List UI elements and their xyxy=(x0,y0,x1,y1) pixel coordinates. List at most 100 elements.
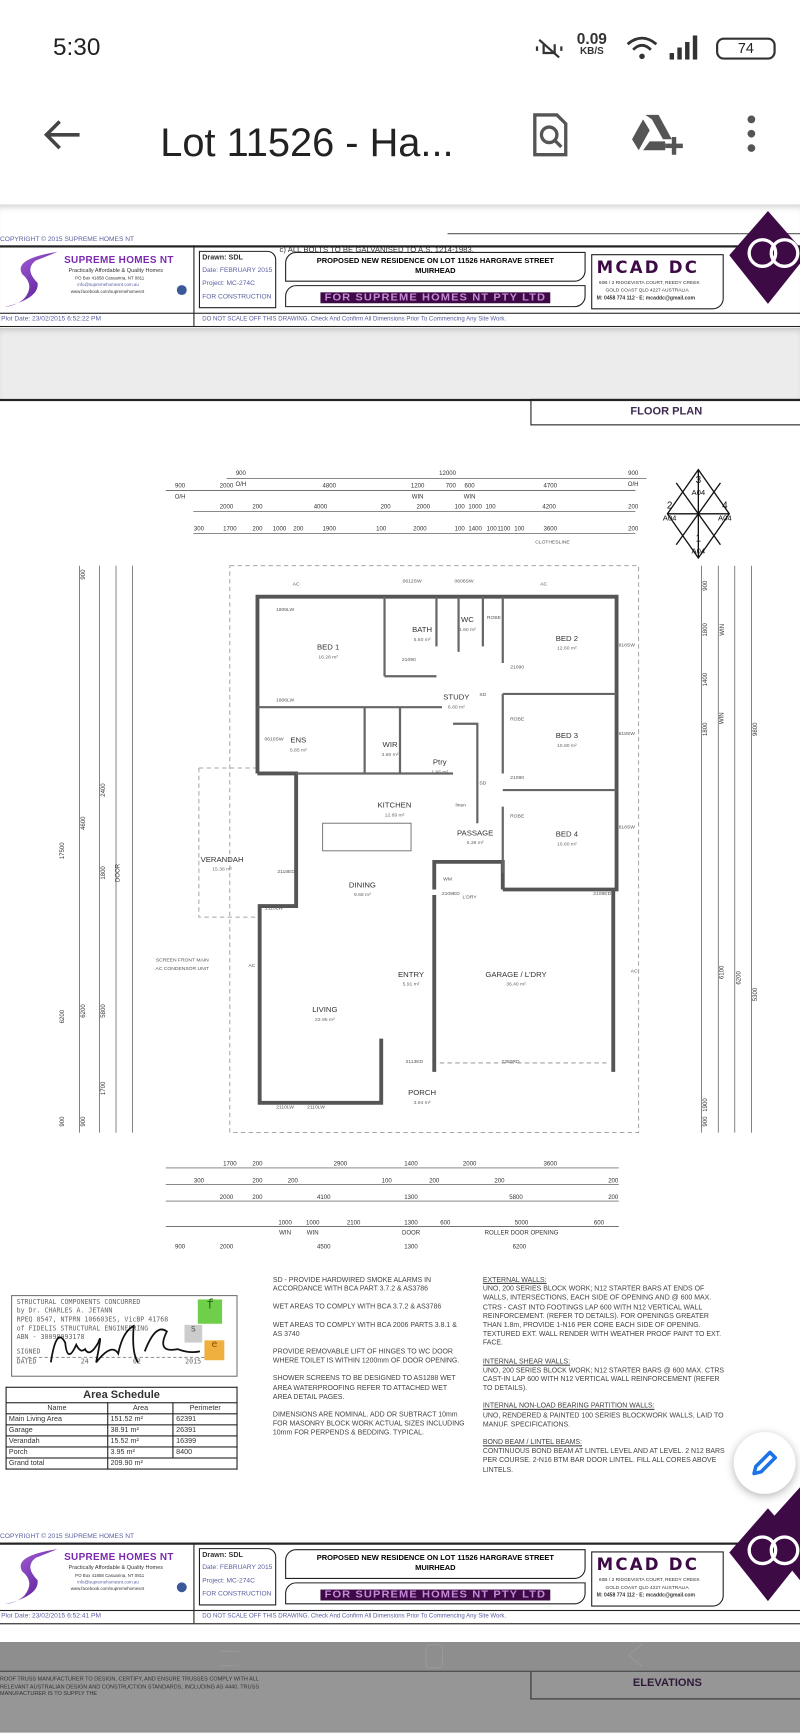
dimension-label: DOOR xyxy=(115,863,121,882)
room-name: WC xyxy=(461,615,474,624)
drawn-by: Drawn: SDL xyxy=(202,254,243,262)
company-name: SUPREME HOMES NT xyxy=(64,1551,174,1563)
plan-annotation: ROBE xyxy=(487,615,502,621)
total-area: 209.90 m² xyxy=(107,1457,238,1470)
firm-address-2: GOLD COAST QLD 4227 AUSTRALIA xyxy=(605,287,689,293)
plan-annotation: 2113ED xyxy=(406,1059,424,1065)
row-area: 15.52 m² xyxy=(107,1435,174,1448)
project-title-line-1: PROPOSED NEW RESIDENCE ON LOT 11526 HARG… xyxy=(316,257,555,266)
dimension-label: 4100 xyxy=(317,1195,331,1201)
facebook-icon xyxy=(176,285,187,296)
room-area: 23.95 m² xyxy=(315,1017,335,1023)
dimension-label: 200 xyxy=(628,526,639,532)
title-block-host: COPYRIGHT © 2015 SUPREME HOMES NT SUPREM… xyxy=(0,211,800,328)
dimension-label: 5800 xyxy=(101,1004,107,1018)
wall-notes: EXTERNAL WALLS:UNO, 200 SERIES BLOCK WOR… xyxy=(483,1276,726,1484)
dimension-label: 200 xyxy=(252,1195,263,1201)
dimension-label: WIN xyxy=(464,494,476,500)
add-to-drive-icon[interactable] xyxy=(630,113,685,157)
dimension-label: 1300 xyxy=(404,1195,418,1201)
structural-certification: STRUCTURAL COMPONENTS CONCURRED by Dr. C… xyxy=(11,1295,238,1377)
room-area: 5.60 m² xyxy=(414,637,431,643)
room-name: ENTRY xyxy=(398,970,424,979)
title-block: COPYRIGHT © 2015 SUPREME HOMES NT SUPREM… xyxy=(0,1508,800,1625)
room-name: VERANDAH xyxy=(201,855,244,864)
row-area: 3.95 m² xyxy=(107,1446,174,1459)
row-name: Verandah xyxy=(5,1435,109,1448)
dimension-label: 2000 xyxy=(220,1195,234,1201)
client-banner: FOR SUPREME HOMES NT PTY LTD xyxy=(320,1589,551,1601)
note-body: UNO, 200 SERIES BLOCK WORK; N12 STARTER … xyxy=(482,1366,724,1393)
drawing-status: FOR CONSTRUCTION xyxy=(202,293,272,301)
dimension-label: 2100 xyxy=(347,1220,361,1226)
dimension-label: 200 xyxy=(494,1178,505,1184)
plan-annotation: CLOTHESLINE xyxy=(535,540,570,546)
roof-overhang-outline xyxy=(229,565,640,1133)
project-title-line-2: MUIRHEAD xyxy=(415,1564,456,1573)
room-area: 9.68 m² xyxy=(354,892,371,898)
plan-annotation: 21090 xyxy=(402,657,416,663)
room-name: LIVING xyxy=(312,1005,337,1014)
plan-annotation: AC xyxy=(631,968,638,974)
dimension-label: 1900 xyxy=(323,526,337,532)
room-area: 12.60 m² xyxy=(557,646,577,652)
external-wall xyxy=(255,594,619,892)
room-name: BED 1 xyxy=(317,643,339,652)
back-nav-icon[interactable] xyxy=(624,1642,646,1669)
firm-contact: M: 0458 774 112 · E: mcaddc@gmail.com xyxy=(596,1592,696,1598)
dimension-label: 300 xyxy=(194,526,205,532)
dimension-label: 4700 xyxy=(544,483,558,489)
signed-label: SIGNED xyxy=(16,1348,41,1356)
dimension-label: 100 xyxy=(376,526,387,532)
recents-nav-icon[interactable] xyxy=(220,1650,239,1667)
room-area: 16.28 m² xyxy=(318,655,338,661)
nav-bar-overlay: ROOF TRUSS MANUFACTURER TO DESIGN, CERTI… xyxy=(0,1641,800,1733)
dimension-label: 1900 xyxy=(703,1098,709,1112)
dimension-label: 900 xyxy=(703,580,709,591)
fse-logo-cube-s: s xyxy=(184,1324,203,1343)
dimension-label: 900 xyxy=(236,471,247,477)
edit-fab-button[interactable] xyxy=(733,1432,796,1494)
dimension-label: 4000 xyxy=(314,504,328,510)
plan-annotation: 2118ED xyxy=(277,869,295,875)
plan-annotation: 2110LW xyxy=(265,905,283,911)
plan-annotation: WM xyxy=(443,877,452,883)
find-in-document-icon[interactable] xyxy=(530,113,570,157)
kitchen-island xyxy=(322,822,412,852)
copyright-text: COPYRIGHT © 2015 SUPREME HOMES NT xyxy=(0,1533,135,1541)
company-po-box: PO Box 41858 Casuarina, NT 0811 xyxy=(75,1572,145,1578)
dimension-label: 1700 xyxy=(101,1081,107,1095)
plan-annotation: AC xyxy=(248,963,255,969)
dimension-label: 1300 xyxy=(404,1245,418,1249)
plan-annotation: AC xyxy=(540,582,547,588)
dimension-label: 4500 xyxy=(317,1245,331,1249)
firm-address-1: 60B / 2 RIDGEVISTA COURT, REEDY CREEK xyxy=(598,1576,700,1583)
note-body: UNO, 200 SERIES BLOCK WORK; N12 STARTER … xyxy=(482,1285,722,1348)
dimension-label: 200 xyxy=(608,1195,619,1201)
plan-annotation: AC xyxy=(293,582,300,588)
home-nav-icon[interactable] xyxy=(425,1644,444,1669)
drawing-date: Date: FEBRUARY 2015 xyxy=(202,1564,273,1572)
company-facebook: www.facebook.com/supremehomesnt xyxy=(70,288,145,294)
dimension-label: DOOR xyxy=(402,1230,421,1236)
plan-annotation: 0606SW xyxy=(455,578,474,584)
room-area: 10.60 m² xyxy=(557,841,577,847)
dimension-label: WIN xyxy=(279,1230,291,1236)
dimension-label: 1400 xyxy=(468,526,482,532)
more-vert-icon[interactable] xyxy=(744,114,759,154)
company-facebook: www.facebook.com/supremehomesnt xyxy=(70,1585,145,1592)
dated-year: 2015 xyxy=(185,1358,202,1366)
firm-box: MCAD DC 60B / 2 RIDGEVISTA COURT, REEDY … xyxy=(591,1551,724,1607)
plan-annotation: 21090 xyxy=(510,665,524,671)
dimension-label: WIN xyxy=(412,494,424,500)
dimension-label: ROLLER DOOR OPENING xyxy=(485,1230,559,1236)
back-arrow-icon[interactable] xyxy=(42,118,82,151)
dimension-label: O/H xyxy=(235,482,246,488)
dimension-label: 900 xyxy=(175,1245,186,1249)
plot-date: Plot Date: 23/02/2015 6:52:22 PM xyxy=(1,316,102,323)
plan-annotation: SD xyxy=(479,781,486,787)
